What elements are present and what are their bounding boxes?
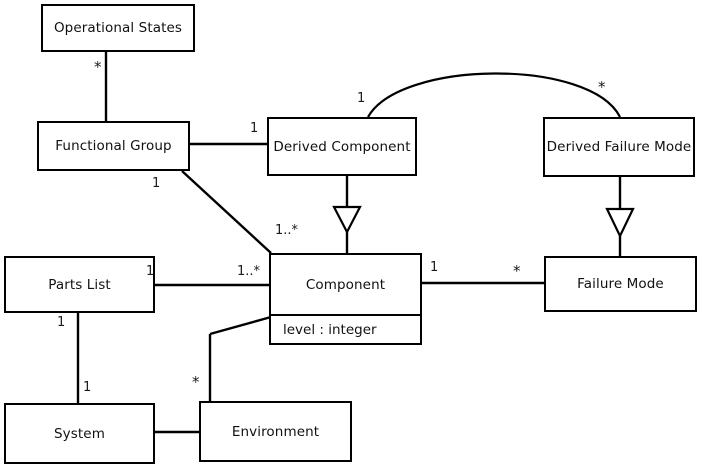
generalization-triangle-derived-component bbox=[332, 205, 362, 235]
class-name-system: System bbox=[54, 425, 105, 442]
class-name-failure-mode: Failure Mode bbox=[577, 276, 664, 292]
multiplicity-partslist-to-component-near: 1 bbox=[146, 264, 155, 279]
class-name-operational-states: Operational States bbox=[53, 20, 183, 36]
multiplicity-failuremode-to-component: * bbox=[513, 262, 521, 280]
uml-class-system[interactable]: System bbox=[4, 403, 155, 464]
uml-class-operational-states[interactable]: Operational States bbox=[41, 4, 195, 52]
multiplicity-opstates-to-fgroup: * bbox=[94, 58, 102, 76]
class-name-derived-component: Derived Component bbox=[273, 138, 411, 155]
class-name-derived-failure-mode: Derived Failure Mode bbox=[546, 139, 692, 155]
uml-class-failure-mode[interactable]: Failure Mode bbox=[544, 256, 697, 312]
uml-class-derived-component[interactable]: Derived Component bbox=[267, 117, 417, 176]
generalization-triangle-derived-failure-mode bbox=[605, 207, 635, 239]
class-name-component: Component bbox=[305, 276, 386, 293]
multiplicity-environment-to-component: * bbox=[192, 373, 200, 391]
multiplicity-derivedcomponent-arc: 1 bbox=[357, 91, 366, 106]
multiplicity-fgroup-component-far: 1..* bbox=[275, 223, 299, 238]
class-name-environment: Environment bbox=[231, 423, 320, 440]
multiplicity-partslist-to-component-far: 1..* bbox=[237, 264, 261, 279]
multiplicity-derivedfailuremode-arc: * bbox=[598, 78, 606, 96]
edge-functional-group-component bbox=[181, 170, 272, 254]
edge-environment-component-diagonal bbox=[209, 315, 272, 336]
multiplicity-component-to-failuremode: 1 bbox=[430, 260, 439, 275]
uml-class-derived-failure-mode[interactable]: Derived Failure Mode bbox=[543, 117, 695, 177]
class-name-functional-group: Functional Group bbox=[55, 138, 172, 154]
class-name-parts-list: Parts List bbox=[48, 276, 111, 293]
uml-class-component[interactable]: Component level : integer bbox=[269, 253, 422, 345]
class-attribute-component-0: level : integer bbox=[271, 314, 420, 343]
multiplicity-partslist-to-system-top: 1 bbox=[57, 315, 66, 330]
multiplicity-partslist-to-system-bottom: 1 bbox=[83, 380, 92, 395]
uml-class-functional-group[interactable]: Functional Group bbox=[37, 121, 190, 171]
edge-derived-component-derived-failure-mode bbox=[367, 72, 621, 118]
uml-class-environment[interactable]: Environment bbox=[199, 401, 352, 462]
uml-class-parts-list[interactable]: Parts List bbox=[4, 256, 155, 313]
multiplicity-fgroup-to-component: 1 bbox=[152, 176, 161, 191]
multiplicity-fgroup-to-derivedcomponent: 1 bbox=[250, 121, 259, 136]
